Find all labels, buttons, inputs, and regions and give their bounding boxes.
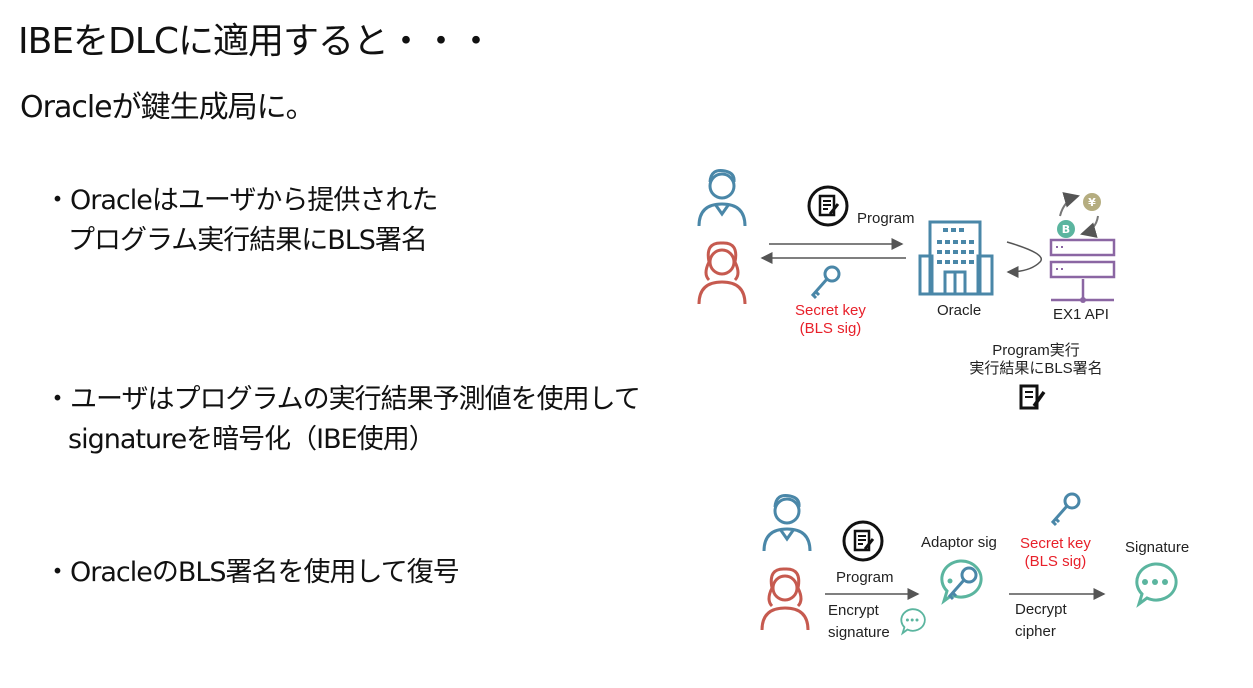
decrypt-line1: Decrypt xyxy=(1015,601,1067,618)
slide-subtitle: Oracleが鍵生成局に。 xyxy=(20,90,316,125)
adaptor-sig-bubble-icon xyxy=(940,559,983,603)
program-label: Program xyxy=(857,210,915,227)
signature-bubble-icon xyxy=(1135,562,1178,606)
secret-key-2-line2: (BLS sig) xyxy=(1024,553,1087,570)
man-user-icon xyxy=(697,168,747,228)
oracle-label: Oracle xyxy=(937,302,982,319)
secret-key-icon xyxy=(810,265,841,300)
signature-label: Signature xyxy=(1125,539,1190,556)
decrypt-label: Decrypt cipher xyxy=(1015,599,1067,643)
secret-key-2-line1: Secret key xyxy=(1020,535,1091,552)
bullet-1-line1: ・Oracleはユーザから提供された xyxy=(44,185,438,216)
api-label: EX1 API xyxy=(1053,306,1109,323)
encrypt-label: Encrypt signature xyxy=(828,600,890,644)
adaptor-sig-label: Adaptor sig xyxy=(921,534,997,551)
oracle-building-icon xyxy=(918,220,994,296)
secret-key-line1: Secret key xyxy=(795,302,866,319)
secret-key-label: Secret key (BLS sig) xyxy=(795,302,866,338)
yen-icon xyxy=(1083,193,1101,211)
secret-key-line2: (BLS sig) xyxy=(799,320,862,337)
man-user-icon-2 xyxy=(762,493,812,553)
bullet-1: ・Oracleはユーザから提供された プログラム実行結果にBLS署名 xyxy=(44,181,438,261)
encrypt-line2: signature xyxy=(828,624,890,641)
program-label-2: Program xyxy=(836,569,894,586)
bullet-2-line1: ・ユーザはプログラムの実行結果予測値を使用して xyxy=(44,384,641,415)
exec-line1: Program実行 xyxy=(992,342,1080,359)
api-exchange-arrow xyxy=(1006,241,1042,278)
api-server-icon xyxy=(1049,238,1116,303)
svg-text:B: B xyxy=(1062,223,1070,236)
woman-user-icon-2 xyxy=(760,567,810,632)
slide-title: IBEをDLCに適用すると・・・ xyxy=(18,21,494,62)
woman-user-icon xyxy=(697,241,747,306)
exec-line2: 実行結果にBLS署名 xyxy=(969,360,1103,377)
bullet-2-line2: signatureを暗号化（IBE使用） xyxy=(68,424,436,455)
program-document-icon-2 xyxy=(842,520,884,562)
bullet-1-line2: プログラム実行結果にBLS署名 xyxy=(68,225,428,256)
bullet-3-line1: ・OracleのBLS署名を使用して復号 xyxy=(44,557,460,588)
bitcoin-icon xyxy=(1057,220,1075,238)
bullet-3: ・OracleのBLS署名を使用して復号 xyxy=(44,553,460,593)
svg-text:¥: ¥ xyxy=(1088,196,1096,209)
secret-key-icon-2 xyxy=(1050,492,1081,527)
signed-document-icon xyxy=(1019,384,1046,410)
bullet-2: ・ユーザはプログラムの実行結果予測値を使用して signatureを暗号化（IB… xyxy=(44,380,641,460)
program-document-icon xyxy=(807,185,849,227)
encrypt-line1: Encrypt xyxy=(828,602,879,619)
decrypt-line2: cipher xyxy=(1015,623,1056,640)
small-message-bubble-icon xyxy=(900,608,926,635)
secret-key-label-2: Secret key (BLS sig) xyxy=(1020,535,1091,571)
execution-note: Program実行 実行結果にBLS署名 xyxy=(966,342,1106,378)
